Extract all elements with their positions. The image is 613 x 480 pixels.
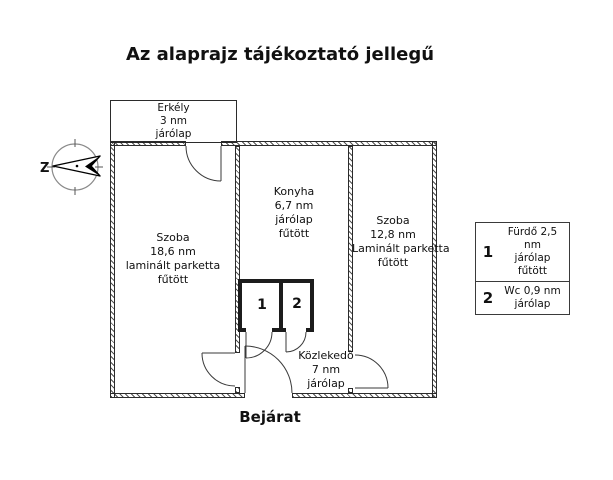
balcony-label: Erkély 3 nm járólap — [155, 102, 192, 140]
wall-kitchen-bedroom-stub — [348, 388, 353, 393]
compass-icon: Z — [40, 139, 103, 195]
room-label-hallway: Közlekedő 7 nm járólap — [298, 349, 354, 390]
core-wall-divider — [279, 283, 283, 328]
wall-outer-top-right — [221, 141, 437, 146]
legend-num-wc: 2 — [482, 289, 494, 307]
wall-outer-bottom-right — [292, 393, 437, 398]
room-balcony: Erkély 3 nm járólap — [110, 100, 237, 143]
legend-row-wc: 2 Wc 0,9 nm járólap — [476, 281, 569, 314]
room-label-bedroom: Szoba 12,8 nm Laminált parketta fűtött — [352, 214, 450, 269]
core-wall-left — [238, 283, 242, 332]
wall-outer-right — [432, 141, 437, 398]
legend-num-bathroom: 1 — [482, 243, 494, 261]
room-marker-wc: 2 — [292, 296, 302, 312]
core-wall-bottom-1 — [238, 328, 246, 332]
room-marker-bathroom: 1 — [257, 297, 267, 313]
wall-outer-top-left — [110, 141, 186, 146]
wall-outer-bottom-left — [110, 393, 245, 398]
core-wall-right — [310, 283, 314, 332]
wall-kitchen-bedroom — [348, 146, 353, 352]
wall-living-kitchen — [235, 146, 240, 353]
wall-living-kitchen-stub — [235, 387, 240, 393]
legend-text-wc: Wc 0,9 nm járólap — [504, 285, 561, 310]
entrance-label: Bejárat — [239, 408, 301, 426]
core-wall-top — [238, 279, 314, 283]
page-title: Az alaprajz tájékoztató jellegű — [125, 44, 435, 65]
wall-outer-left — [110, 141, 115, 398]
core-wall-bottom-3 — [306, 328, 314, 332]
legend-box: 1 Fürdő 2,5 nm járólap fűtött 2 Wc 0,9 n… — [475, 222, 570, 315]
legend-row-bathroom: 1 Fürdő 2,5 nm járólap fűtött — [476, 223, 569, 281]
core-wall-bottom-2 — [272, 328, 286, 332]
legend-text-bathroom: Fürdő 2,5 nm járólap fűtött — [507, 226, 558, 277]
compass-north-label: Z — [40, 161, 49, 176]
room-label-living: Szoba 18,6 nm laminált parketta fűtött — [125, 231, 221, 286]
room-label-kitchen: Konyha 6,7 nm járólap fűtött — [273, 185, 315, 240]
